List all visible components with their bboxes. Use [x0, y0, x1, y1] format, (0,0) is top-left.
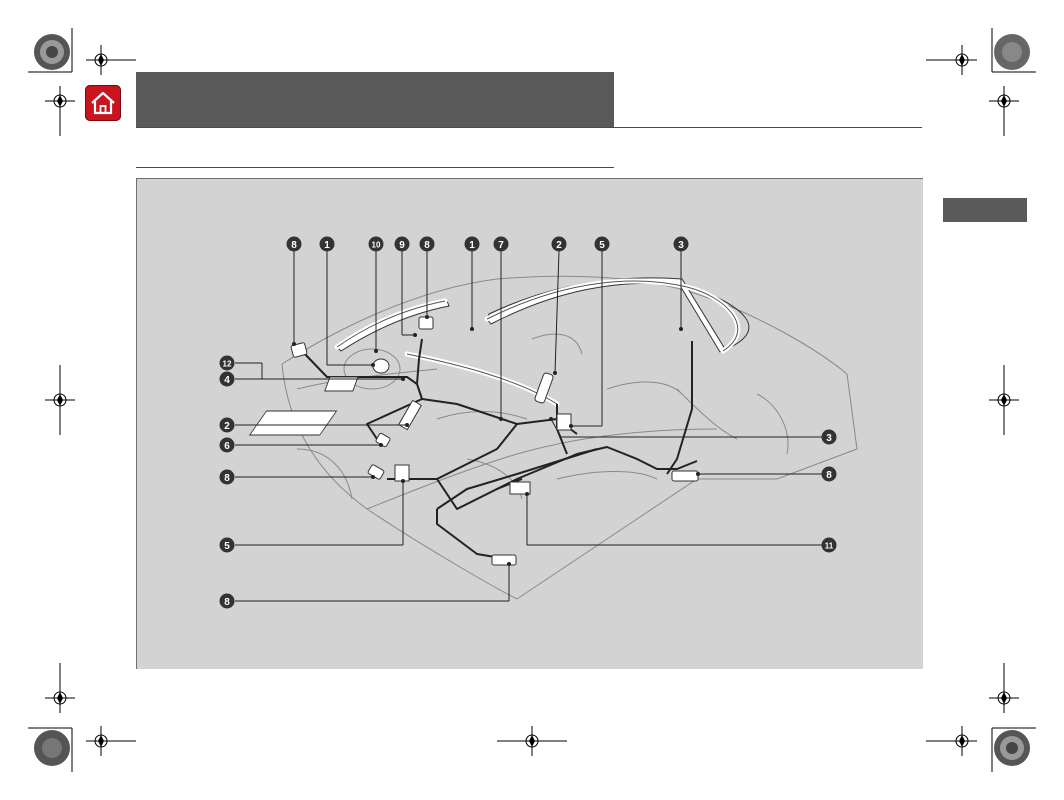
svg-text:3: 3: [678, 240, 684, 251]
svg-text:4: 4: [224, 375, 230, 386]
rear-sensor-left: [491, 554, 517, 566]
chapter-tab[interactable]: [943, 198, 1027, 222]
rear-sensor-right: [671, 470, 699, 482]
callout-3-right: 3: [821, 429, 837, 445]
svg-text:11: 11: [825, 542, 834, 551]
knee-airbag-module: [397, 399, 423, 431]
srs-unit: [324, 376, 359, 392]
knee-airbag-rail: [404, 351, 560, 407]
svg-text:8: 8: [291, 240, 297, 251]
svg-text:3: 3: [826, 433, 832, 444]
subheading-divider: [136, 167, 614, 168]
svg-text:5: 5: [599, 240, 605, 251]
callout-4: 4: [219, 371, 235, 387]
svg-text:6: 6: [224, 441, 230, 452]
callout-1-right: 1: [464, 236, 480, 252]
callout-8-side-left: 8: [219, 469, 235, 485]
callout-11: 11: [821, 537, 837, 553]
components: [248, 316, 699, 566]
svg-text:12: 12: [223, 360, 232, 369]
callout-3-top: 3: [673, 236, 689, 252]
svg-text:1: 1: [469, 240, 475, 251]
callout-10: 10: [368, 236, 384, 252]
page-header-bar: [136, 72, 614, 128]
registration-mark-bottom-left: [32, 728, 72, 768]
callout-7: 7: [493, 236, 509, 252]
callout-8-rear-left: 8: [219, 593, 235, 609]
seatbelt-tensioner-left: [394, 464, 410, 482]
callout-8-rear-right: 8: [821, 466, 837, 482]
svg-text:8: 8: [826, 470, 832, 481]
home-button[interactable]: [85, 85, 121, 121]
airbag-diagram-svg: 8 1 10 9 8 1 7 2 5 3 12 4 2 6 8 5 8 3 8 …: [219, 236, 858, 609]
leader-lines: [235, 250, 827, 602]
leader-dots: [292, 315, 700, 566]
callout-9: 9: [394, 236, 410, 252]
svg-text:8: 8: [424, 240, 430, 251]
registration-mark-top-right: [992, 32, 1032, 72]
callout-2-top: 2: [551, 236, 567, 252]
wiring-harness: [301, 338, 698, 560]
header-divider: [136, 127, 922, 128]
front-sensor-center: [418, 316, 434, 330]
callout-1-left: 1: [319, 236, 335, 252]
seat-weight-sensor: [248, 410, 338, 436]
svg-text:7: 7: [498, 240, 504, 251]
side-airbag-front: [534, 372, 554, 404]
registration-mark-top-left: [32, 32, 72, 72]
callout-5-left: 5: [219, 537, 235, 553]
svg-text:10: 10: [372, 241, 381, 250]
callout-12: 12: [219, 355, 235, 371]
car-outline: [281, 275, 858, 600]
callout-8-front-center: 8: [419, 236, 435, 252]
airbag-system-diagram: 8 1 10 9 8 1 7 2 5 3 12 4 2 6 8 5 8 3 8 …: [136, 178, 923, 669]
curtain-airbag-left-edge: [336, 300, 446, 348]
front-sensor-left: [290, 342, 308, 358]
home-icon: [91, 91, 115, 115]
svg-text:8: 8: [224, 597, 230, 608]
rear-module: [509, 481, 531, 495]
seatbelt-tensioner-right: [556, 413, 572, 431]
svg-text:5: 5: [224, 541, 230, 552]
svg-text:9: 9: [399, 240, 405, 251]
callout-8-front-left: 8: [286, 236, 302, 252]
callout-5-top: 5: [594, 236, 610, 252]
svg-text:8: 8: [224, 473, 230, 484]
steering-airbag: [372, 358, 390, 374]
svg-text:1: 1: [324, 240, 330, 251]
svg-text:2: 2: [556, 240, 562, 251]
registration-mark-bottom-right: [992, 728, 1032, 768]
callout-6: 6: [219, 437, 235, 453]
svg-text:2: 2: [224, 421, 230, 432]
callout-2-left: 2: [219, 417, 235, 433]
